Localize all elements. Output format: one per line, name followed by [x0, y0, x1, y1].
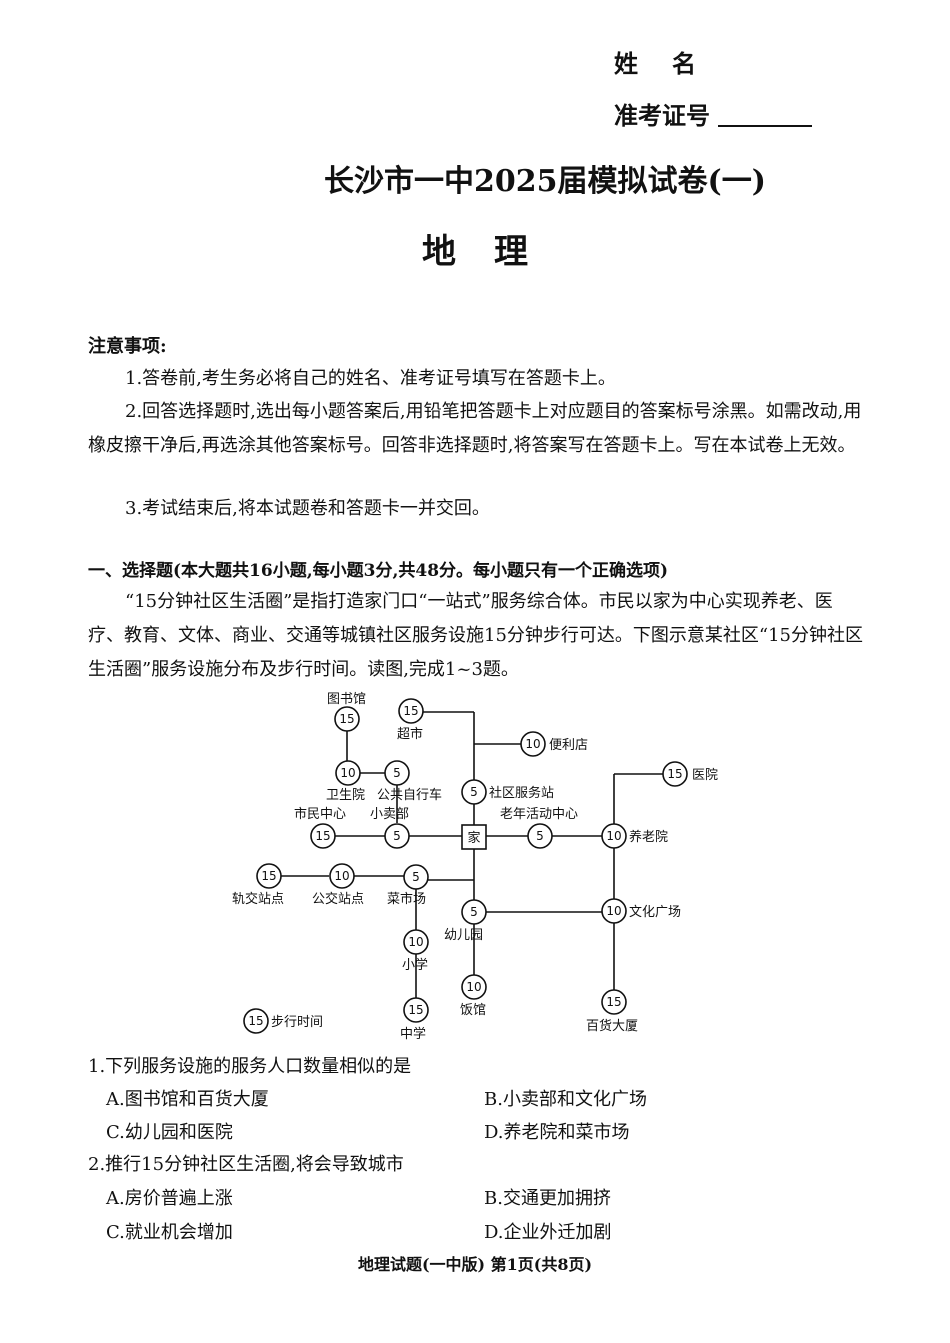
node-rail-station-minutes: 15 [261, 869, 276, 883]
node-service-station-minutes: 5 [470, 785, 478, 799]
question-2-option-a[interactable]: A.房价普遍上涨 [106, 1188, 233, 1209]
node-restaurant: 10 饭馆 [460, 974, 487, 1018]
node-nursing-home: 10 养老院 [601, 823, 668, 849]
home-marker [461, 824, 487, 850]
name-label: 姓名 [614, 49, 730, 78]
question-1-option-c[interactable]: C.幼儿园和医院 [106, 1122, 233, 1143]
node-bus-stop-label: 公交站点 [312, 891, 364, 907]
node-market-label: 菜市场 [387, 891, 426, 907]
node-middle-school-label: 中学 [400, 1026, 426, 1042]
question-2-option-b[interactable]: B.交通更加拥挤 [484, 1188, 611, 1209]
legend-value: 15 [248, 1014, 263, 1028]
question-2-option-d[interactable]: D.企业外迁加剧 [484, 1222, 612, 1243]
node-public-bike-label: 公共自行车 [377, 787, 442, 803]
node-service-station-label: 社区服务站 [489, 785, 554, 801]
node-primary-school-label: 小学 [402, 957, 428, 973]
node-department-store-minutes: 15 [606, 995, 621, 1009]
notice-item-1: 1.答卷前,考生务必将自己的姓名、准考证号填写在答题卡上。 [125, 368, 616, 389]
exam-title: 长沙市一中2025届模拟试卷(一) [324, 164, 766, 199]
node-civic-center-label: 市民中心 [294, 806, 346, 822]
notice-item-3: 3.考试结束后,将本试题卷和答题卡一并交回。 [125, 498, 490, 519]
node-department-store-label: 百货大厦 [586, 1018, 638, 1034]
node-public-bike: 5 公共自行车 [377, 760, 442, 803]
question-2-stem: 2.推行15分钟社区生活圈,将会导致城市 [88, 1154, 404, 1175]
node-primary-school-minutes: 10 [408, 935, 423, 949]
node-kindergarten-label: 幼儿园 [444, 928, 483, 943]
node-clinic-minutes: 10 [340, 766, 355, 780]
exam-id-label: 准考证号 [614, 101, 710, 130]
node-supermarket-label: 超市 [397, 726, 423, 742]
notice-item-2: 2.回答选择题时,选出每小题答案后,用铅笔把答题卡上对应题目的答案标号涂黑。如需… [88, 401, 862, 456]
node-nursing-home-minutes: 10 [606, 829, 621, 843]
node-market: 5 菜市场 [387, 864, 429, 907]
node-senior-center: 5 老年活动中心 [500, 807, 578, 849]
question-intro: “15分钟社区生活圈”是指打造家门口“一站式”服务综合体。市民以家为中心实现养老… [88, 591, 864, 680]
diagram-connectors [281, 711, 663, 998]
node-supermarket-minutes: 15 [403, 704, 418, 718]
node-rail-station-label: 轨交站点 [232, 891, 284, 907]
life-circle-diagram: 家 15 图书馆 15 超市 10 便利店 10 卫生院 5 公共自行车 5 社… [232, 692, 718, 1042]
node-rail-station: 15 轨交站点 [232, 863, 284, 907]
exam-id-blank [718, 125, 812, 127]
node-nursing-home-label: 养老院 [629, 829, 668, 845]
node-kiosk-label: 小卖部 [370, 807, 409, 822]
node-primary-school: 10 小学 [402, 929, 429, 973]
node-clinic: 10 卫生院 [326, 760, 365, 803]
node-library-minutes: 15 [339, 712, 354, 726]
question-1-option-d[interactable]: D.养老院和菜市场 [484, 1122, 630, 1143]
notice-heading: 注意事项: [88, 336, 167, 357]
question-1-option-a[interactable]: A.图书馆和百货大厦 [106, 1089, 269, 1110]
node-library-label: 图书馆 [327, 692, 366, 707]
node-convenience-store: 10 便利店 [520, 731, 588, 757]
node-bus-stop: 10 公交站点 [312, 863, 364, 907]
node-hospital: 15 医院 [662, 761, 718, 787]
node-senior-center-label: 老年活动中心 [500, 807, 578, 822]
node-kiosk: 5 小卖部 [370, 807, 410, 849]
home-label: 家 [467, 830, 480, 846]
node-culture-square-minutes: 10 [606, 904, 621, 918]
node-convenience-store-label: 便利店 [549, 738, 588, 753]
node-convenience-store-minutes: 10 [525, 737, 540, 751]
node-supermarket: 15 超市 [397, 698, 424, 742]
node-middle-school-minutes: 15 [408, 1003, 423, 1017]
question-2-option-c[interactable]: C.就业机会增加 [106, 1222, 233, 1243]
node-civic-center: 15 市民中心 [294, 806, 346, 849]
node-kiosk-minutes: 5 [393, 829, 401, 843]
question-1-option-b[interactable]: B.小卖部和文化广场 [484, 1089, 647, 1110]
node-library: 15 图书馆 [327, 692, 366, 732]
section-heading: 一、选择题(本大题共16小题,每小题3分,共48分。每小题只有一个正确选项) [88, 561, 669, 581]
page-footer: 地理试题(一中版) 第1页(共8页) [357, 1255, 593, 1274]
node-culture-square: 10 文化广场 [601, 898, 681, 924]
node-middle-school: 15 中学 [400, 997, 429, 1042]
diagram-legend: 15 步行时间 [243, 1008, 323, 1034]
node-senior-center-minutes: 5 [536, 829, 544, 843]
legend-label: 步行时间 [271, 1015, 323, 1030]
node-clinic-label: 卫生院 [326, 788, 365, 803]
node-civic-center-minutes: 15 [315, 829, 330, 843]
node-hospital-minutes: 15 [667, 767, 682, 781]
node-restaurant-label: 饭馆 [460, 1003, 486, 1018]
node-kindergarten: 5 幼儿园 [444, 899, 487, 943]
node-kindergarten-minutes: 5 [470, 905, 478, 919]
node-culture-square-label: 文化广场 [629, 905, 681, 920]
subject-title: 地理 [422, 232, 566, 272]
node-restaurant-minutes: 10 [466, 980, 481, 994]
node-hospital-label: 医院 [692, 768, 718, 783]
node-service-station: 5 社区服务站 [461, 779, 554, 805]
node-department-store: 15 百货大厦 [586, 989, 638, 1034]
node-public-bike-minutes: 5 [393, 766, 401, 780]
question-1-stem: 1.下列服务设施的服务人口数量相似的是 [88, 1056, 412, 1077]
node-bus-stop-minutes: 10 [334, 869, 349, 883]
node-market-minutes: 5 [412, 870, 420, 884]
